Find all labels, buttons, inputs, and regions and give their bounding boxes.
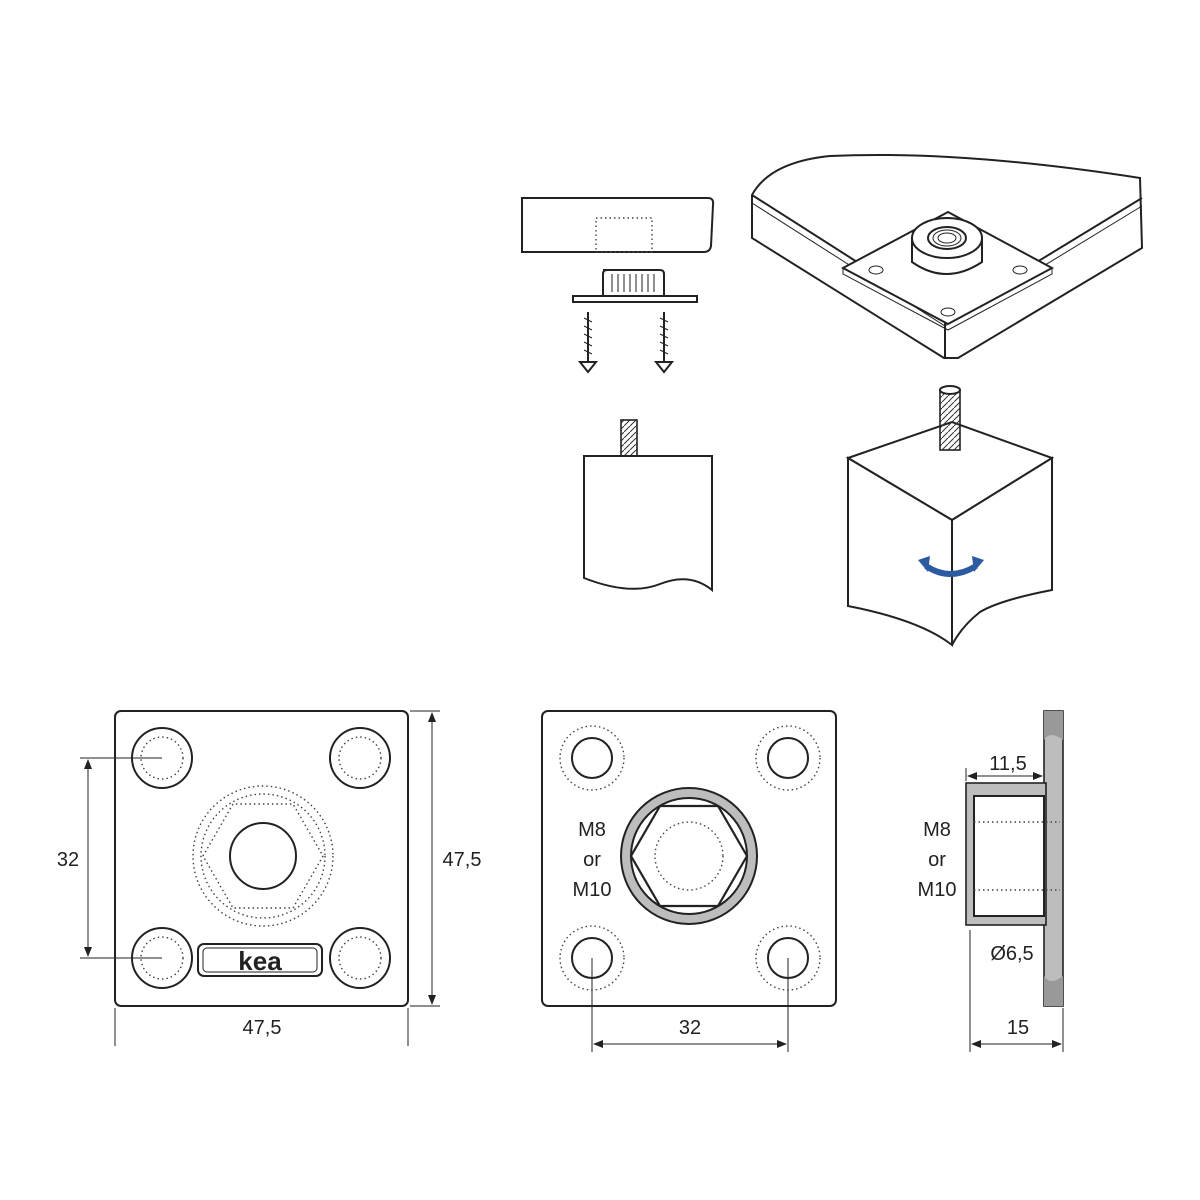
thread-label-line-1: M8 xyxy=(923,819,951,841)
thread-label-line-2: or xyxy=(928,849,946,871)
mounting-hole xyxy=(559,725,625,791)
thread-label-line-3: M10 xyxy=(918,879,957,901)
depth-dim-label: 11,5 xyxy=(989,753,1026,775)
hole-spacing-dim-label: 32 xyxy=(679,1017,701,1039)
dimension-total-depth: 15 xyxy=(969,930,1064,1052)
dimension-width: 47,5 xyxy=(114,1008,409,1046)
screw-hole-dim-label: Ø6,5 xyxy=(990,943,1033,965)
exploded-mounting-illustration xyxy=(521,197,715,374)
dimension-height: 47,5 xyxy=(410,710,482,1007)
dimension-hole-spacing: 32 xyxy=(591,958,789,1052)
thread-label-line-2: or xyxy=(583,849,601,871)
screw-icon xyxy=(653,312,675,374)
leg-side-illustration xyxy=(583,419,713,593)
screw-icon xyxy=(577,312,599,374)
logo-text: kea xyxy=(238,946,282,976)
dimension-depth: 11,5 xyxy=(965,753,1043,781)
hole-spacing-dim-label: 32 xyxy=(57,849,79,871)
plate-side-view xyxy=(572,269,698,303)
rotation-arrow-icon xyxy=(918,556,984,577)
threaded-stud-icon xyxy=(620,419,638,457)
board-piece xyxy=(521,197,715,253)
square-leg-illustration xyxy=(845,385,1055,648)
dimension-hole-spacing: 32 xyxy=(57,757,162,959)
kea-logo: kea xyxy=(197,943,323,977)
height-dim-label: 47,5 xyxy=(443,849,482,871)
thread-label-line-3: M10 xyxy=(573,879,612,901)
cabinet-isometric-illustration xyxy=(751,153,1144,359)
front-view: kea 47,5 47,5 32 xyxy=(57,710,482,1046)
mounting-hole xyxy=(329,927,391,989)
mounted-plate xyxy=(840,210,1055,331)
threaded-socket xyxy=(620,787,758,925)
width-dim-label: 47,5 xyxy=(243,1017,282,1039)
total-depth-dim-label: 15 xyxy=(1007,1017,1029,1039)
side-section-view: 11,5 M8 or M10 Ø6,5 15 xyxy=(918,710,1064,1052)
threaded-stud-icon xyxy=(939,385,961,451)
thread-label-line-1: M8 xyxy=(578,819,606,841)
mounting-hole xyxy=(329,727,391,789)
mounting-hole xyxy=(755,725,821,791)
back-view: M8 or M10 32 xyxy=(541,710,837,1052)
